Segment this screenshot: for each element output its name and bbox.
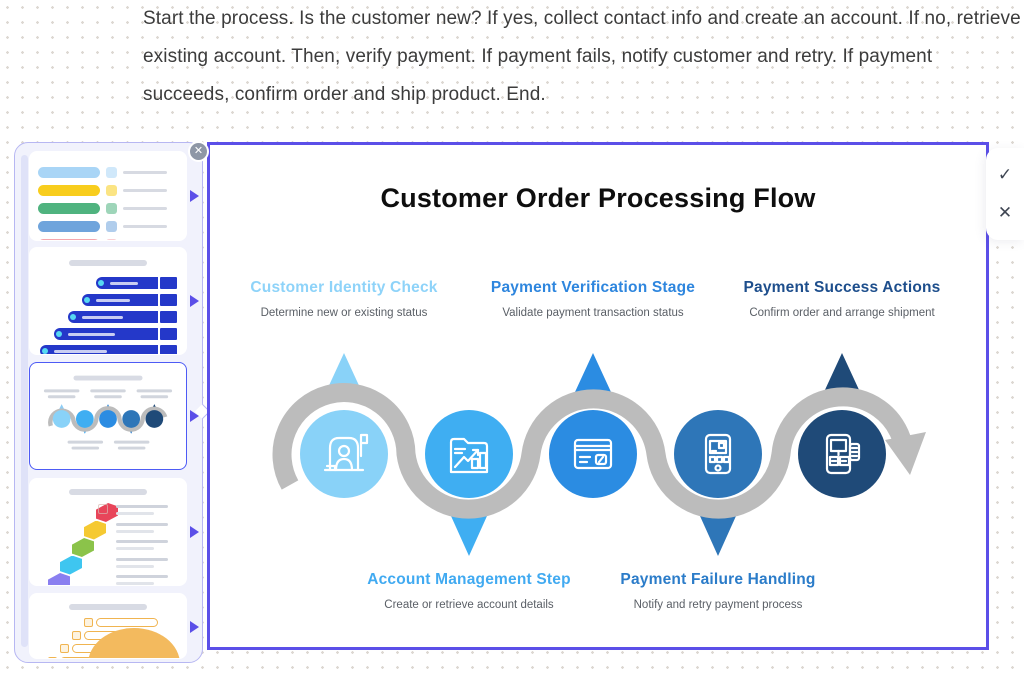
- thumb-row: [38, 293, 178, 307]
- thumb-title-bar: [69, 604, 147, 610]
- thumb-row: [38, 185, 178, 196]
- pointer-up-3: [575, 353, 611, 392]
- diagram-title[interactable]: Customer Order Processing Flow: [380, 183, 816, 213]
- template-apply-arrow-icon[interactable]: [190, 190, 199, 202]
- template-sidebar: ✕: [14, 141, 211, 663]
- thumb-row: [38, 618, 178, 631]
- thumb-row: [38, 310, 178, 324]
- confirm-check-icon[interactable]: ✓: [997, 164, 1013, 185]
- thumb-row: [38, 538, 178, 557]
- dismiss-x-icon[interactable]: ✕: [997, 202, 1013, 223]
- step-subtitle: Confirm order and arrange shipment: [749, 307, 935, 319]
- diagram-canvas[interactable]: Customer Order Processing Flow Customer …: [207, 142, 989, 650]
- template-thumbnail-orange-funnel[interactable]: [29, 593, 187, 659]
- template-thumbnail-staircase-steps[interactable]: [29, 478, 187, 586]
- smartphone-icon: [704, 433, 732, 475]
- canvas-action-panel: ✓ ✕: [986, 148, 1024, 240]
- thumb-row: [38, 573, 178, 585]
- step-label-payment-failure-handling[interactable]: Payment Failure Handling Notify and retr…: [593, 571, 843, 611]
- template-apply-arrow-icon[interactable]: [190, 621, 199, 633]
- step-subtitle: Create or retrieve account details: [384, 599, 554, 611]
- step-circle-3[interactable]: [549, 410, 637, 498]
- thumb-title-bar: [69, 260, 147, 266]
- pointer-down-2: [451, 516, 487, 556]
- step-circle-2[interactable]: [425, 410, 513, 498]
- wave-timeline-preview: [43, 375, 173, 450]
- step-subtitle: Validate payment transaction status: [502, 307, 684, 319]
- step-circle-5[interactable]: [798, 410, 886, 498]
- thumb-row: [38, 203, 178, 214]
- credit-card-icon: [573, 438, 613, 470]
- folder-chart-icon: [449, 437, 489, 474]
- step-subtitle: Notify and retry payment process: [633, 599, 803, 611]
- thumb-row: [38, 555, 178, 575]
- pos-terminal-icon: [825, 433, 861, 475]
- template-apply-arrow-icon[interactable]: [190, 526, 199, 538]
- step-circle-1[interactable]: [300, 410, 388, 498]
- wave-timeline-graphic: [272, 353, 926, 556]
- thumb-title-bar: [69, 489, 147, 495]
- thumb-row: [38, 276, 178, 290]
- thumb-row: [38, 239, 178, 240]
- thumb-row: [38, 221, 178, 232]
- template-apply-arrow-icon[interactable]: [190, 295, 199, 307]
- person-checkin-icon: [323, 433, 369, 472]
- step-label-account-management-step[interactable]: Account Management Step Create or retrie…: [344, 571, 594, 611]
- thumb-row: [38, 344, 178, 354]
- step-subtitle: Determine new or existing status: [260, 307, 428, 319]
- pointer-up-5: [824, 353, 860, 392]
- step-label-payment-verification-stage[interactable]: Payment Verification Stage Validate paym…: [468, 279, 718, 319]
- thumb-row: [38, 520, 178, 540]
- close-icon[interactable]: ✕: [188, 141, 209, 162]
- snake-path: [272, 383, 913, 519]
- pointer-up-1: [326, 353, 362, 392]
- step-title: Payment Success Actions: [743, 279, 941, 296]
- snake-arrowhead-icon: [885, 432, 926, 475]
- template-thumbnail-wave-timeline[interactable]: [29, 362, 187, 470]
- step-title: Account Management Step: [367, 571, 571, 588]
- thumb-row: [38, 503, 178, 522]
- template-thumbnail-blue-stacked-bars[interactable]: [29, 247, 187, 355]
- pointer-down-4: [700, 516, 736, 556]
- thumb-row: [38, 327, 178, 341]
- step-label-customer-identity-check[interactable]: Customer Identity Check Determine new or…: [219, 279, 469, 319]
- prompt-text: Start the process. Is the customer new? …: [143, 8, 1021, 105]
- thumb-row: [38, 167, 178, 178]
- template-apply-arrow-icon[interactable]: [190, 410, 199, 422]
- template-thumbnail-colored-pill-list[interactable]: [29, 151, 187, 241]
- sidebar-scrollbar[interactable]: [21, 155, 28, 647]
- step-title: Payment Verification Stage: [490, 279, 696, 296]
- step-title: Customer Identity Check: [250, 279, 438, 296]
- step-label-payment-success-actions[interactable]: Payment Success Actions Confirm order an…: [717, 279, 967, 319]
- step-title: Payment Failure Handling: [620, 571, 816, 588]
